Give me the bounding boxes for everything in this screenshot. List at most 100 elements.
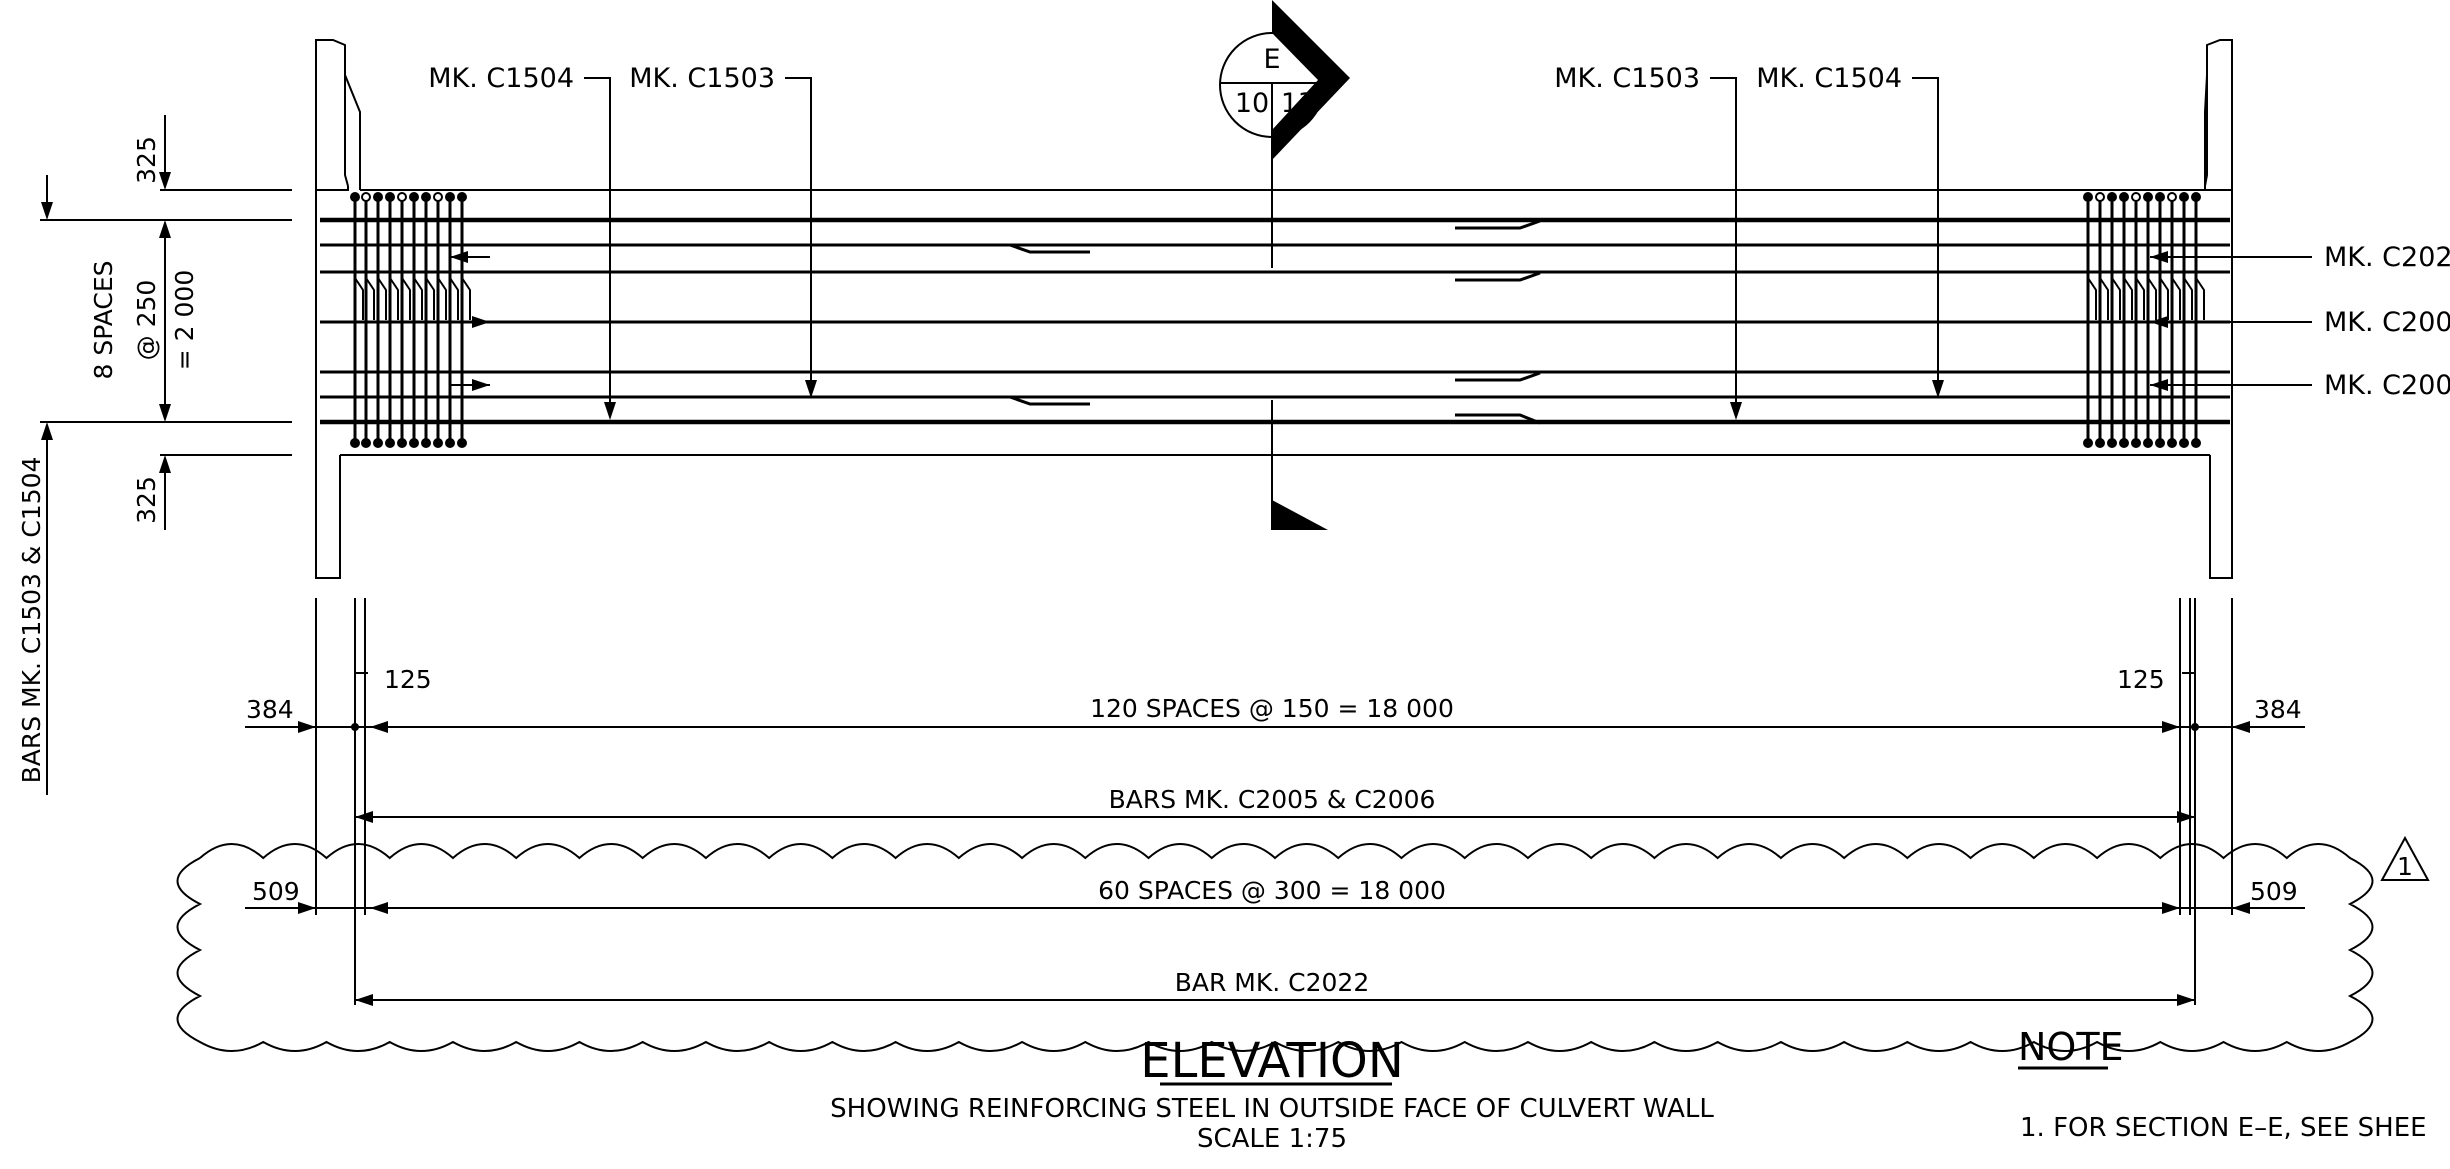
callout-right-c2006: MK. C2006 [2324, 370, 2450, 401]
bar-crank [2147, 277, 2157, 320]
bar-crank [377, 277, 387, 320]
callout-right-c2022: MK. C2022 [2324, 242, 2450, 273]
right-vertical-bundle [2083, 192, 2205, 448]
bar-end-top [2191, 192, 2201, 202]
bar-end-top [373, 192, 383, 202]
bar-end-bottom [2143, 438, 2153, 448]
section-letter: E [1263, 44, 1280, 75]
bar-crank [2123, 277, 2133, 320]
dim-120-spaces: 120 SPACES @ 150 = 18 000 [1090, 694, 1454, 723]
bar-end-bottom [2167, 438, 2177, 448]
right-callouts: MK. C2022 MK. C2005 MK. C2006 [450, 242, 2450, 401]
drawing-subtitle: SHOWING REINFORCING STEEL IN OUTSIDE FAC… [830, 1094, 1714, 1124]
dim-bottom-325: 325 [132, 476, 161, 524]
top-callouts: MK. C1504 MK. C1503 MK. C1503 MK. C1504 [428, 63, 1944, 420]
bar-end-top [445, 192, 455, 202]
bar-end-top [409, 192, 419, 202]
longitudinal-bars [320, 217, 2230, 425]
bar-end-bottom [385, 438, 395, 448]
bar-end-bottom [361, 438, 371, 448]
bar-crank [401, 277, 411, 320]
section-sheet-left: 10 [1235, 88, 1269, 119]
bar-end-top [2155, 192, 2165, 202]
dim-bar-c2022: BAR MK. C2022 [1175, 968, 1370, 997]
dim-125-right: 125 [2117, 665, 2165, 694]
bar-end-bottom [457, 438, 467, 448]
bar-end-bottom [2095, 438, 2105, 448]
note-1: 1. FOR SECTION E–E, SEE SHEE [2020, 1113, 2427, 1143]
bar-end-bottom [397, 438, 407, 448]
section-cut-arrow-icon [1272, 500, 1328, 530]
dim-384-right: 384 [2254, 695, 2302, 724]
horizontal-dimensions: 384 384 125 125 120 SPACES @ 150 = 18 00… [245, 598, 2305, 1006]
bar-end-bottom [2119, 438, 2129, 448]
dim-spaces-line1: 8 SPACES [89, 261, 118, 380]
bar-end-bottom [409, 438, 419, 448]
bar-end-top [361, 192, 371, 202]
bar-crank [449, 277, 459, 320]
vertical-dimensions: 325 8 SPACES @ 250 = 2 000 325 BARS MK. … [17, 115, 199, 795]
bar-crank [461, 277, 471, 320]
bar-end-top [397, 192, 407, 202]
wall-outline [40, 39, 2233, 579]
bar-crank [365, 277, 375, 320]
bar-end-top [457, 192, 467, 202]
bar-end-bottom [421, 438, 431, 448]
callout-top-right-outer: MK. C1504 [1756, 63, 1902, 94]
dim-125-left: 125 [384, 665, 432, 694]
revision-number: 1 [2397, 852, 2413, 881]
bar-end-top [2095, 192, 2105, 202]
dim-top-325: 325 [132, 136, 161, 184]
bar-end-bottom [373, 438, 383, 448]
bar-end-bottom [445, 438, 455, 448]
left-vertical-bundle [350, 192, 471, 448]
bar-end-top [2083, 192, 2093, 202]
bar-crank [2099, 277, 2109, 320]
revision-cloud [176, 843, 2374, 1052]
callout-top-left-outer: MK. C1504 [428, 63, 574, 94]
bar-end-top [350, 192, 360, 202]
bar-crank [2111, 277, 2121, 320]
bar-crank [2135, 277, 2145, 320]
bar-end-top [2131, 192, 2141, 202]
dim-bars-c2005-c2006: BARS MK. C2005 & C2006 [1109, 785, 1436, 814]
bar-end-top [385, 192, 395, 202]
bar-crank [354, 277, 364, 320]
dim-spaces-line3: = 2 000 [170, 270, 199, 370]
bar-crank [2183, 277, 2193, 320]
bar-crank [2171, 277, 2181, 320]
bar-end-top [421, 192, 431, 202]
bar-crank [2159, 277, 2169, 320]
dim-spaces-line2: @ 250 [132, 280, 161, 361]
title-block: ELEVATION SHOWING REINFORCING STEEL IN O… [830, 1033, 1714, 1154]
bar-crank [413, 277, 423, 320]
drawing-scale: SCALE 1:75 [1197, 1124, 1347, 1154]
bar-end-bottom [2155, 438, 2165, 448]
dim-384-left: 384 [246, 695, 294, 724]
section-sheet-right: 13 [1281, 88, 1315, 119]
bar-end-top [2179, 192, 2189, 202]
bar-crank [389, 277, 399, 320]
bar-end-bottom [2179, 438, 2189, 448]
callout-right-c2005: MK. C2005 [2324, 307, 2450, 338]
bar-crank [425, 277, 435, 320]
dim-60-spaces: 60 SPACES @ 300 = 18 000 [1098, 876, 1446, 905]
section-marker: E 10 13 [1219, 0, 1350, 530]
bar-end-bottom [2107, 438, 2117, 448]
drawing-title: ELEVATION [1140, 1033, 1403, 1089]
notes: NOTE 1. FOR SECTION E–E, SEE SHEE [2018, 1025, 2427, 1143]
dim-509-left: 509 [252, 877, 300, 906]
bar-crank [437, 277, 447, 320]
bar-end-top [2167, 192, 2177, 202]
bar-end-top [2143, 192, 2153, 202]
callout-top-left-inner: MK. C1503 [629, 63, 775, 94]
dim-509-right: 509 [2250, 877, 2298, 906]
bar-end-top [433, 192, 443, 202]
bar-end-bottom [2083, 438, 2093, 448]
bar-end-top [2119, 192, 2129, 202]
bar-end-bottom [2131, 438, 2141, 448]
bar-crank [2087, 277, 2097, 320]
bar-end-bottom [2191, 438, 2201, 448]
callout-top-right-inner: MK. C1503 [1554, 63, 1700, 94]
